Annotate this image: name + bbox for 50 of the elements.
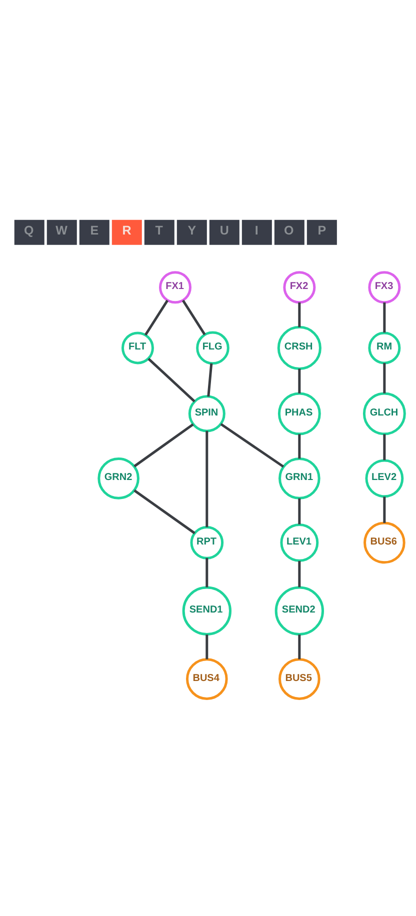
connector <box>206 430 208 528</box>
label: Q <box>24 223 34 238</box>
node-circle: RM <box>368 332 401 364</box>
node-circle: BUS5 <box>278 658 320 700</box>
connector <box>207 363 213 397</box>
label: I <box>254 223 258 238</box>
connector <box>134 423 194 468</box>
connector <box>383 434 386 460</box>
label: P <box>318 223 326 238</box>
node-circle: BUS6 <box>364 522 406 564</box>
label: W <box>56 223 68 238</box>
node-circle: CRSH <box>277 326 322 370</box>
label: U <box>220 223 229 238</box>
connector <box>220 423 284 468</box>
connector <box>298 368 301 394</box>
node-circle: PHAS <box>278 392 321 436</box>
node-circle: GLCH <box>362 392 406 436</box>
connector <box>134 489 196 534</box>
node-circle: LEV1 <box>280 523 319 562</box>
connector <box>206 558 208 588</box>
connector <box>182 300 206 336</box>
node-circle: FLG <box>196 331 230 365</box>
node-circle: SPIN <box>188 395 226 432</box>
connector <box>298 434 301 459</box>
connector <box>206 634 208 660</box>
label: R <box>122 223 132 238</box>
node-circle: BUS4 <box>186 658 228 700</box>
label: Y <box>188 223 196 238</box>
node-circle: SEND2 <box>274 586 324 636</box>
connector <box>298 634 301 660</box>
label: O <box>284 223 294 238</box>
label: T <box>155 223 163 238</box>
connector <box>298 561 301 588</box>
label: E <box>90 223 99 238</box>
node-circle: LEV2 <box>365 459 404 498</box>
node-circle: GRN1 <box>278 458 320 500</box>
connector <box>383 496 386 523</box>
node-circle: SEND1 <box>182 586 232 636</box>
connector <box>383 363 386 394</box>
connector <box>148 358 196 402</box>
connector <box>298 498 301 524</box>
connector <box>298 302 301 328</box>
node-circle: FX1 <box>158 271 192 304</box>
node-circle: FLT <box>121 332 154 364</box>
connector <box>144 300 169 336</box>
node-circle: FX2 <box>283 271 316 304</box>
node-circle: GRN2 <box>98 458 140 500</box>
node-circle: FX3 <box>368 271 401 304</box>
connector <box>383 302 386 333</box>
node-circle: RPT <box>190 526 224 560</box>
